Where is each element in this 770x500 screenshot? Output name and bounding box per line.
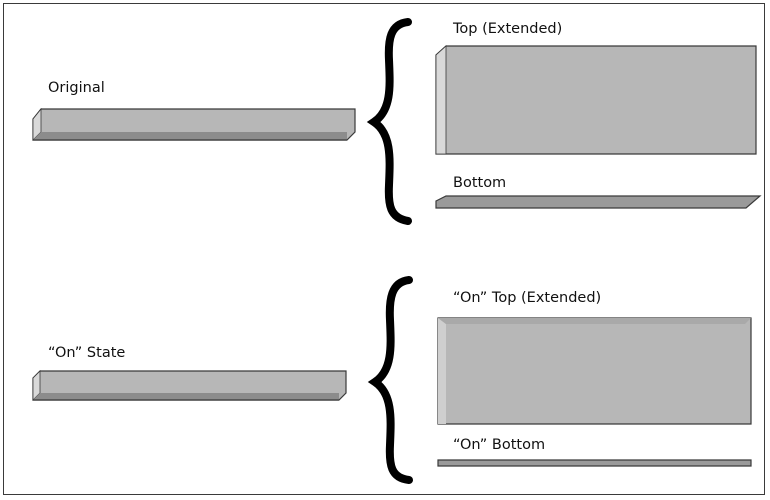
top-brace <box>366 18 412 225</box>
label-on-bottom: “On” Bottom <box>453 437 546 453</box>
label-on-top-extended: “On” Top (Extended) <box>453 290 602 306</box>
on-state-bar <box>32 370 347 401</box>
label-on-state: “On” State <box>48 345 126 361</box>
on-top-extended-bar <box>437 317 752 425</box>
original-bar <box>32 107 356 141</box>
label-bottom: Bottom <box>453 175 507 191</box>
label-original: Original <box>48 80 105 96</box>
label-top-extended: Top (Extended) <box>453 21 563 37</box>
on-bottom-bar <box>437 459 752 467</box>
bottom-bar <box>435 195 762 209</box>
top-extended-bar <box>435 45 757 155</box>
bottom-brace <box>367 276 413 484</box>
